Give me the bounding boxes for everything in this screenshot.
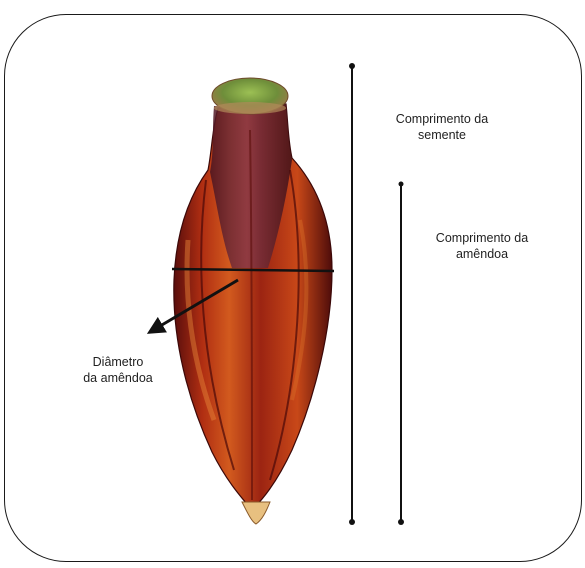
seed-length-label: Comprimento da semente xyxy=(368,111,516,143)
seed-tip xyxy=(242,502,270,524)
kernel-diameter-label: Diâmetro da amêndoa xyxy=(60,354,176,386)
seed-length-top-dot xyxy=(349,63,355,69)
kernel-length-label: Comprimento da amêndoa xyxy=(406,230,558,262)
kernel-length-bottom-dot xyxy=(398,519,404,525)
seed-cap-rim xyxy=(214,102,286,114)
seed-length-bottom-dot xyxy=(349,519,355,525)
kernel-length-top-dot xyxy=(399,182,404,187)
